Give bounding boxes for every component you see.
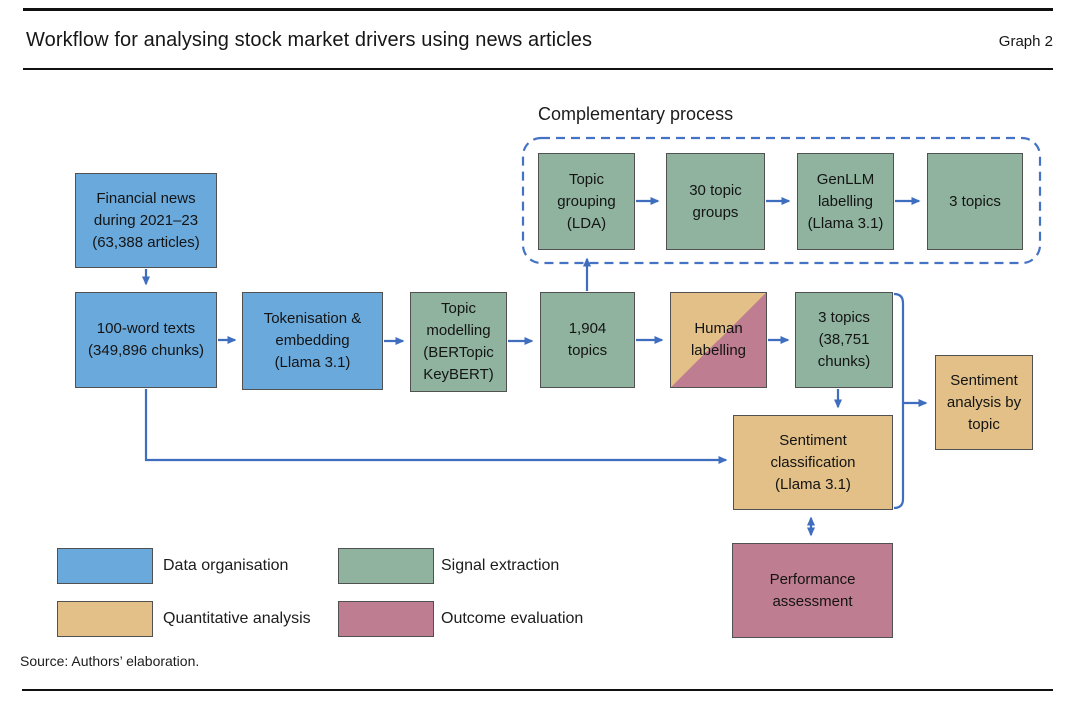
box-topic-grouping-lda: Topic grouping (LDA): [538, 153, 635, 250]
box-human-labelling: Human labelling: [670, 292, 767, 388]
legend-label-outcome-evaluation: Outcome evaluation: [441, 610, 584, 627]
box-genllm-labelling: GenLLM labelling (Llama 3.1): [797, 153, 894, 250]
bracket-combine: [893, 292, 905, 510]
box-sentiment-analysis-by-topic: Sentiment analysis by topic: [935, 355, 1033, 450]
legend-label-signal-extraction: Signal extraction: [441, 557, 560, 574]
top-rule: [23, 8, 1053, 11]
legend-label-data-organisation: Data organisation: [163, 557, 289, 574]
figure-title: Workflow for analysing stock market driv…: [26, 29, 593, 51]
box-tokenisation-embedding: Tokenisation & embedding (Llama 3.1): [242, 292, 383, 390]
graph-number-label: Graph 2: [998, 33, 1053, 50]
box-3-topics-38751-chunks: 3 topics (38,751 chunks): [795, 292, 893, 388]
box-3-topics: 3 topics: [927, 153, 1023, 250]
box-performance-assessment: Performance assessment: [732, 543, 893, 638]
arrow-words-to-sentiment-long: [144, 389, 728, 464]
title-divider-rule: [23, 68, 1053, 70]
source-note: Source: Authors’ elaboration.: [20, 653, 200, 669]
legend-swatch-outcome-evaluation: [338, 601, 434, 637]
box-30-topic-groups: 30 topic groups: [666, 153, 765, 250]
box-1904-topics: 1,904 topics: [540, 292, 635, 388]
legend-swatch-data-organisation: [57, 548, 153, 584]
box-financial-news: Financial news during 2021–23 (63,388 ar…: [75, 173, 217, 268]
box-topic-modelling: Topic modelling (BERTopic KeyBERT): [410, 292, 507, 392]
box-sentiment-classification: Sentiment classification (Llama 3.1): [733, 415, 893, 510]
complementary-process-title: Complementary process: [538, 104, 734, 124]
box-100-word-texts: 100-word texts (349,896 chunks): [75, 292, 217, 388]
legend-label-quantitative-analysis: Quantitative analysis: [163, 610, 311, 627]
bottom-rule: [22, 689, 1053, 691]
legend-swatch-signal-extraction: [338, 548, 434, 584]
legend-swatch-quantitative-analysis: [57, 601, 153, 637]
